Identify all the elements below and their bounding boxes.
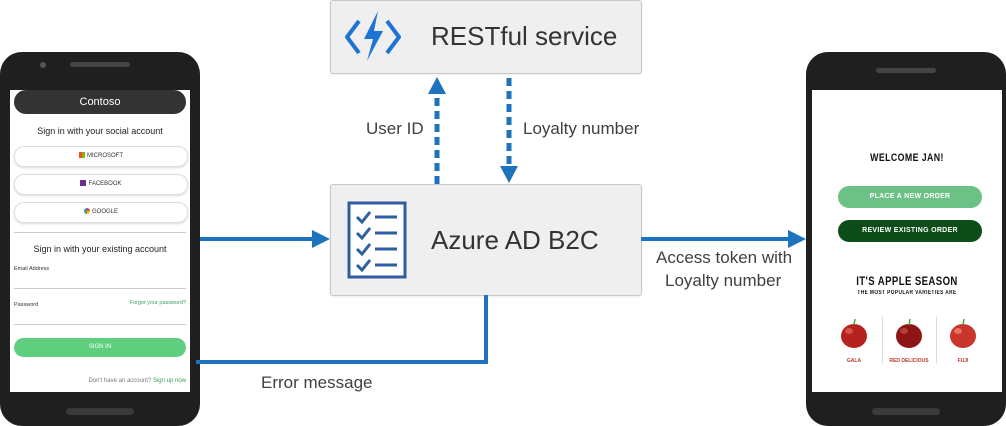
restful-service-box: RESTful service bbox=[330, 0, 642, 74]
phone-home-bar bbox=[872, 408, 940, 415]
user-id-label: User ID bbox=[366, 119, 424, 138]
phone-speaker bbox=[70, 62, 130, 67]
phone-home-bar bbox=[66, 408, 134, 415]
existing-heading: Sign in with your existing account bbox=[33, 244, 167, 254]
divider bbox=[14, 232, 186, 233]
signup-prompt: Don't have an account? Sign up now bbox=[88, 378, 186, 384]
right-phone: WELCOME JAN! PLACE A NEW ORDER REVIEW EX… bbox=[806, 52, 1006, 426]
apple-icon bbox=[896, 318, 922, 348]
email-label: Email Address bbox=[14, 266, 50, 272]
microsoft-icon bbox=[79, 152, 85, 158]
microsoft-button[interactable]: MICROSOFT bbox=[14, 146, 188, 167]
phone-speaker bbox=[876, 68, 936, 73]
apple-fuji[interactable]: FUJI bbox=[936, 316, 989, 364]
azure-ad-b2c-box: Azure AD B2C bbox=[330, 184, 642, 296]
season-title: IT'S APPLE SEASON bbox=[856, 274, 958, 288]
google-icon bbox=[83, 208, 90, 214]
review-order-button[interactable]: REVIEW EXISTING ORDER bbox=[838, 220, 982, 242]
sign-in-button[interactable]: SIGN IN bbox=[14, 338, 186, 357]
sign-in-screen: Contoso Sign in with your social account… bbox=[10, 90, 190, 392]
azure-ad-b2c-label: Azure AD B2C bbox=[431, 225, 599, 255]
access-token-arrowhead bbox=[788, 230, 806, 248]
apple-icon bbox=[841, 318, 867, 348]
access-token-label-1: Access token with bbox=[656, 248, 793, 267]
sign-in-arrowhead bbox=[312, 230, 330, 248]
social-heading: Sign in with your social account bbox=[37, 126, 163, 136]
phone-camera bbox=[40, 62, 46, 68]
checklist-icon bbox=[347, 201, 407, 279]
facebook-icon bbox=[80, 180, 87, 186]
apple-name: GALA bbox=[846, 358, 862, 364]
forgot-password-link[interactable]: Forgot your password? bbox=[129, 300, 186, 306]
apple-gala[interactable]: GALA bbox=[828, 316, 880, 364]
email-field[interactable] bbox=[14, 288, 186, 289]
facebook-button[interactable]: FACEBOOK bbox=[14, 174, 188, 195]
place-order-button[interactable]: PLACE A NEW ORDER bbox=[838, 186, 982, 208]
apple-red-delicious[interactable]: RED DELICIOUS bbox=[882, 316, 935, 364]
season-subtitle: THE MOST POPULAR VARIETIES ARE bbox=[857, 290, 957, 296]
loyalty-number-label: Loyalty number bbox=[523, 119, 640, 138]
left-phone: Contoso Sign in with your social account… bbox=[0, 52, 200, 426]
apple-name: RED DELICIOUS bbox=[889, 358, 929, 364]
restful-service-label: RESTful service bbox=[431, 21, 618, 51]
welcome-title: WELCOME JAN! bbox=[870, 152, 944, 164]
apple-icon bbox=[950, 318, 976, 348]
error-message-line bbox=[196, 295, 488, 364]
azure-functions-icon bbox=[345, 11, 401, 61]
error-message-label: Error message bbox=[261, 373, 373, 392]
welcome-screen: WELCOME JAN! PLACE A NEW ORDER REVIEW EX… bbox=[812, 90, 1002, 392]
user-id-arrowhead bbox=[428, 77, 446, 94]
sign-up-link[interactable]: Sign up now bbox=[152, 378, 186, 384]
app-header: Contoso bbox=[14, 90, 186, 114]
apple-name: FUJI bbox=[957, 358, 969, 364]
password-label: Password bbox=[14, 302, 39, 308]
access-token-label-2: Loyalty number bbox=[665, 271, 782, 290]
loyalty-arrowhead bbox=[500, 166, 518, 183]
password-field[interactable] bbox=[14, 324, 186, 325]
google-button[interactable]: GOOGLE bbox=[14, 202, 188, 223]
